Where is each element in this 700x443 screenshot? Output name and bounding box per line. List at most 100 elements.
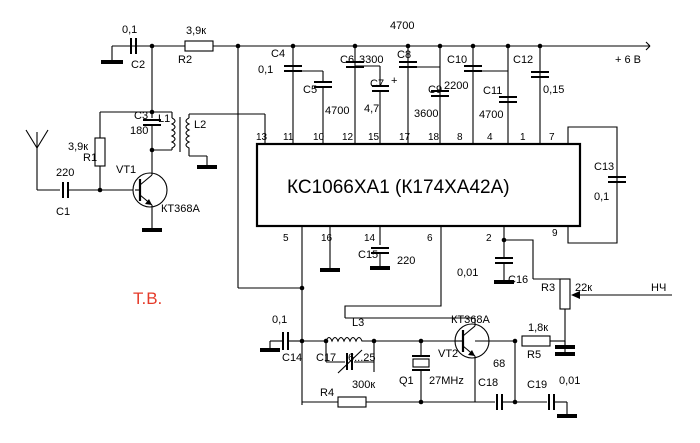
c7-value: 4,7 xyxy=(364,103,379,115)
resistor-r2 xyxy=(184,40,214,52)
capacitor-c5 xyxy=(293,70,332,92)
capacitor-c19 xyxy=(512,394,577,418)
output-label: НЧ xyxy=(651,282,666,294)
c16-label: C16 xyxy=(508,274,528,286)
resistor-r5 xyxy=(521,335,575,356)
capacitor-c1 xyxy=(62,182,135,198)
c18-value: 68 xyxy=(493,358,505,370)
l3-label: L3 xyxy=(352,317,364,329)
c12-label: C12 xyxy=(513,54,533,66)
c7-label: C7 xyxy=(370,78,384,90)
c15-label: C15 xyxy=(358,249,378,261)
antenna-icon xyxy=(25,129,60,191)
c13-value: 0,1 xyxy=(594,191,609,203)
c8-label: C8 xyxy=(397,49,411,61)
c16-value: 0,01 xyxy=(457,267,478,279)
inductor-l1 xyxy=(170,117,176,150)
pin-6: 6 xyxy=(427,233,433,244)
c1-label: C1 xyxy=(56,206,70,218)
c10-value: 2200 xyxy=(444,80,468,92)
r3-label: R3 xyxy=(541,282,555,294)
c9-value: 3600 xyxy=(414,108,438,120)
capacitor-c7 xyxy=(355,65,389,92)
capacitor-c14 xyxy=(260,332,305,352)
pin-10: 10 xyxy=(313,132,325,143)
c10-label: C10 xyxy=(447,54,467,66)
capacitor-c11 xyxy=(473,70,517,103)
c13-label: C13 xyxy=(594,161,614,173)
r5-value: 1,8к xyxy=(528,322,548,334)
vt1-type: КТ368А xyxy=(161,203,200,215)
c4-value: 0,1 xyxy=(258,64,273,76)
pin-18: 18 xyxy=(428,132,440,143)
r2-label: R2 xyxy=(178,54,192,66)
c2-value: 0,1 xyxy=(122,24,137,36)
crystal-q1 xyxy=(412,338,430,405)
c5-label: C5 xyxy=(303,84,317,96)
transistor-vt1 xyxy=(132,150,168,232)
pin-16: 16 xyxy=(321,233,333,244)
l2-label: L2 xyxy=(194,119,206,131)
c12-value: 0,15 xyxy=(543,84,564,96)
capacitor-c9 xyxy=(408,66,449,97)
ic-title: КС1066ХА1 (К174ХА42А) xyxy=(287,177,510,198)
c2-label: C2 xyxy=(131,59,145,71)
ic-bottom-pins: 5 16 14 6 2 9 xyxy=(283,228,558,244)
capacitor-c6 xyxy=(346,61,364,68)
capacitor-c18 xyxy=(496,338,518,410)
r1-value: 3,9к xyxy=(68,141,88,153)
c6-label: C6 xyxy=(340,54,354,66)
c19-value: 0,01 xyxy=(559,375,580,387)
r1-label: R1 xyxy=(83,152,97,164)
capacitor-c17 xyxy=(323,338,377,374)
r5-label: R5 xyxy=(527,349,541,361)
l2-wiring xyxy=(149,109,265,169)
capacitor-c13 xyxy=(608,176,626,183)
r2-value: 3,9к xyxy=(186,25,206,37)
c17-value: 6...25 xyxy=(348,352,376,364)
band-label: Т.В. xyxy=(133,289,162,308)
pin-4: 4 xyxy=(487,132,493,143)
ic-body xyxy=(255,142,582,228)
r3-value: 22к xyxy=(575,282,592,294)
capacitor-c2 xyxy=(101,38,137,64)
r4-label: R4 xyxy=(320,387,334,399)
c7-plus: + xyxy=(391,75,397,87)
capacitor-c16 xyxy=(494,257,514,284)
vt2-type: КТ368А xyxy=(451,314,490,326)
inductor-l3 xyxy=(302,336,374,343)
c11-value: 4700 xyxy=(479,109,503,121)
pin-14: 14 xyxy=(364,233,376,244)
ic-bottom-wires xyxy=(299,226,534,405)
c15-value: 220 xyxy=(397,255,415,267)
pin-8: 8 xyxy=(457,132,463,143)
bus-capacitor-value: 4700 xyxy=(390,20,414,32)
vt2-label: VT2 xyxy=(438,348,458,360)
pin-2: 2 xyxy=(486,233,492,244)
c14-label: C14 xyxy=(282,352,302,364)
r4-value: 300к xyxy=(352,379,375,391)
pin-1: 1 xyxy=(520,132,526,143)
resistor-r4 xyxy=(302,362,495,408)
q1-value: 27MHz xyxy=(429,375,464,387)
c11-label: C11 xyxy=(483,85,502,97)
c5-value: 4700 xyxy=(325,105,349,117)
capacitor-c12 xyxy=(531,71,549,78)
transistor-vt2 xyxy=(345,317,515,402)
q1-label: Q1 xyxy=(399,375,414,387)
supply-voltage-label: + 6 В xyxy=(615,54,641,66)
resistor-r1 xyxy=(94,111,152,190)
c19-label: C19 xyxy=(527,379,547,391)
pin-7: 7 xyxy=(549,132,555,143)
pin-13: 13 xyxy=(256,132,268,143)
pin-5: 5 xyxy=(283,233,289,244)
pin-17: 17 xyxy=(399,132,411,143)
inductor-l2 xyxy=(185,117,191,150)
ic-top-pins: 13 11 10 12 15 17 18 8 4 1 7 xyxy=(256,132,555,143)
c18-label: C18 xyxy=(478,377,498,389)
pin-15: 15 xyxy=(368,132,380,143)
c3-value: 180 xyxy=(130,125,148,137)
pin-9: 9 xyxy=(552,228,558,239)
c17-label: C17 xyxy=(316,352,336,364)
